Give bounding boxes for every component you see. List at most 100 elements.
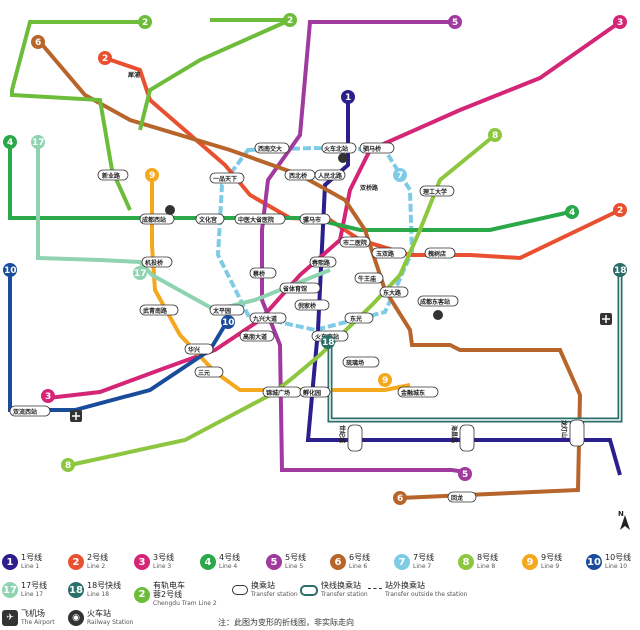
- svg-text:9: 9: [382, 376, 388, 386]
- svg-text:8: 8: [492, 131, 498, 141]
- airport-icon: [600, 313, 612, 325]
- station-label: 孵化园: [303, 389, 321, 397]
- svg-text:1: 1: [345, 93, 351, 103]
- svg-text:2: 2: [287, 16, 293, 26]
- station-label: 九兴大道: [252, 315, 277, 323]
- line-4: [8, 140, 571, 232]
- svg-text:10: 10: [222, 318, 235, 328]
- svg-text:9: 9: [149, 171, 155, 181]
- line-6: [38, 40, 583, 500]
- station-label: 东光: [350, 315, 362, 323]
- svg-text:17: 17: [134, 269, 147, 279]
- svg-text:17: 17: [32, 138, 45, 148]
- station-label: 省体育馆: [282, 285, 307, 293]
- svg-text:2: 2: [142, 18, 148, 28]
- station-label: 回龙: [451, 494, 463, 502]
- svg-text:8: 8: [65, 461, 71, 471]
- station-label: 中医大省医院: [238, 216, 274, 224]
- station-label: 火车北站: [324, 145, 348, 153]
- station-label: 西南交大: [258, 145, 282, 153]
- station-label: 金融城东: [400, 389, 425, 397]
- station-label: 文化宫: [198, 216, 217, 224]
- station-label: 玉双路: [376, 250, 395, 258]
- station-label: 西北桥: [289, 172, 308, 180]
- station-label: 理工大学: [423, 188, 447, 196]
- railway-icon: [165, 205, 175, 215]
- station-label: 机投桥: [145, 259, 164, 267]
- station-label: 新业路: [102, 172, 121, 180]
- station-label: 成都西站: [142, 216, 166, 224]
- station-label: 槐树店: [427, 250, 446, 258]
- svg-text:18: 18: [322, 338, 335, 348]
- station-label: 龙灯山: [560, 420, 568, 438]
- line-8: [69, 133, 497, 467]
- railway-icon: [338, 153, 348, 163]
- svg-text:6: 6: [35, 38, 41, 48]
- station-label: 骡马市: [303, 216, 321, 224]
- line-10: [8, 270, 230, 412]
- station-label: 双流西站: [13, 408, 37, 416]
- express-transfer-icon: [300, 584, 318, 596]
- railway-icon: [433, 310, 443, 320]
- svg-text:2: 2: [102, 54, 108, 64]
- station-label: 犀浦: [127, 71, 140, 79]
- outside-transfer-icon: [368, 587, 382, 593]
- station-label: 三元: [198, 370, 210, 377]
- line-badges: 6 2 2 2 5 3 1 4 17 8 7 9 4 2 10 17 18 10…: [3, 13, 627, 505]
- line-18: [327, 270, 623, 423]
- station-label: 琉璃场: [346, 359, 364, 367]
- station-label: 倪家桥: [298, 302, 317, 310]
- line-1: [305, 100, 622, 476]
- map-note: 注：此图为变形的折线图，非实际走向: [218, 618, 354, 627]
- station-label: 驷马桥: [363, 145, 382, 153]
- station-label: 高朋大道: [243, 333, 267, 341]
- station-label: 一品天下: [213, 175, 237, 183]
- svg-text:4: 4: [7, 138, 13, 148]
- svg-text:3: 3: [45, 392, 51, 402]
- airport-icon: ✈: [2, 610, 18, 626]
- station-label: 锦城广场: [266, 389, 290, 397]
- svg-text:6: 6: [397, 494, 403, 504]
- airport-icon: [70, 410, 82, 422]
- station-label: 太平园: [212, 307, 231, 315]
- railway-icon: ◉: [68, 610, 84, 626]
- station-label: 海昌路: [450, 425, 458, 444]
- station-label: 蔡桥: [252, 270, 266, 278]
- station-label: 春熙路: [311, 259, 331, 267]
- north-arrow-icon: [620, 515, 630, 530]
- station-label: 人民北路: [318, 172, 343, 180]
- svg-text:10: 10: [4, 266, 17, 276]
- svg-text:3: 3: [617, 18, 623, 28]
- station-label: 华兴: [188, 346, 200, 354]
- station-label: 市二医院: [343, 239, 367, 247]
- station-label: 牛王庙: [358, 275, 376, 283]
- svg-text:5: 5: [462, 470, 468, 480]
- svg-text:2: 2: [617, 206, 623, 216]
- line-5: [260, 20, 466, 474]
- station-label: 世纪城: [338, 425, 346, 443]
- svg-text:18: 18: [614, 266, 627, 276]
- station-label: 武青南路: [143, 307, 168, 315]
- station-label: 双桥路: [360, 184, 379, 192]
- line-17: [36, 140, 331, 313]
- svg-text:4: 4: [569, 208, 575, 218]
